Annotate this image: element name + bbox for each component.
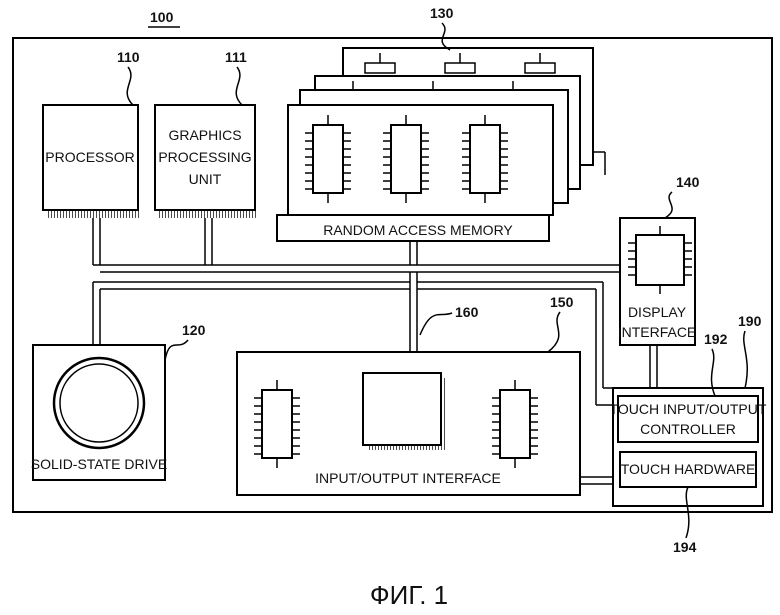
io-label: INPUT/OUTPUT INTERFACE (315, 470, 501, 486)
ssd-ref: 120 (182, 322, 206, 338)
io-interface-block: INPUT/OUTPUT INTERFACE (237, 352, 580, 495)
processor-label: PROCESSOR (45, 149, 134, 165)
ssd-block: SOLID-STATE DRIVE (31, 345, 167, 480)
touch-hardware-ref: 194 (673, 539, 697, 555)
gpu-block: GRAPHICS PROCESSING UNIT (155, 105, 258, 218)
processor-block: PROCESSOR (43, 105, 141, 218)
touch-hardware-label: TOUCH HARDWARE (621, 461, 756, 477)
ram-ref: 130 (430, 5, 454, 21)
ssd-label: SOLID-STATE DRIVE (31, 456, 167, 472)
system-ref: 100 (150, 9, 174, 25)
display-label-1: DISPLAY (628, 304, 687, 320)
touch-controller-label-1: TOUCH INPUT/OUTPUT (610, 401, 767, 417)
ram-label: RANDOM ACCESS MEMORY (323, 222, 513, 238)
figure-caption: ФИГ. 1 (370, 580, 448, 610)
display-ref: 140 (676, 174, 700, 190)
io-ref: 150 (550, 294, 574, 310)
bus-ref: 160 (455, 304, 479, 320)
gpu-label-3: UNIT (189, 171, 222, 187)
processor-ref: 110 (117, 49, 140, 65)
gpu-label-2: PROCESSING (158, 149, 251, 165)
gpu-ref: 111 (225, 49, 247, 65)
touch-controller-ref: 192 (704, 331, 728, 347)
gpu-label-1: GRAPHICS (168, 127, 241, 143)
touch-ref: 190 (738, 313, 762, 329)
display-interface-block: DISPLAY INTERFACE (618, 218, 697, 345)
display-label-2: INTERFACE (618, 324, 697, 340)
touch-controller-label-2: CONTROLLER (640, 421, 736, 437)
